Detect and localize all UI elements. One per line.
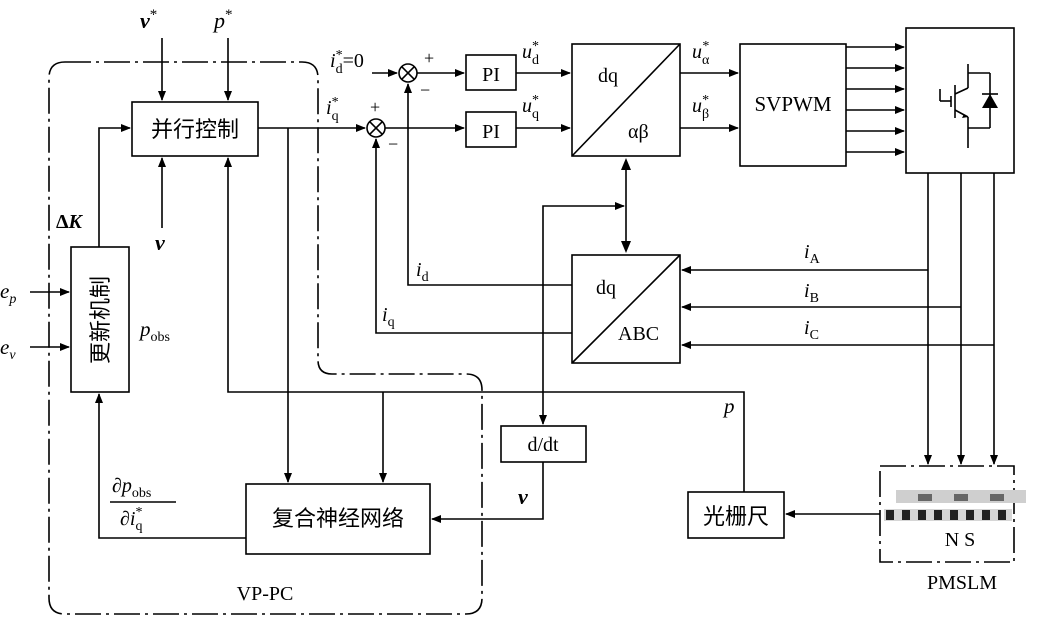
ubeta-ref-label: uβ* (692, 93, 709, 122)
p-feedback-label: p (722, 394, 735, 418)
clarke-park-abc-label: ABC (618, 323, 659, 345)
ep-label: ep (0, 279, 16, 307)
iq-feedback-label: iq (382, 304, 395, 330)
uq-ref-label: uq* (522, 93, 539, 122)
pi-block-q: PI (465, 111, 517, 148)
park-inverse-dq-label: dq (598, 65, 618, 87)
grating-ruler-label: 光栅尺 (703, 505, 769, 530)
pobs-label: pobs (138, 317, 170, 345)
plus-q: + (370, 97, 380, 117)
ev-label: ev (0, 335, 16, 363)
signal-lines (30, 38, 998, 539)
ia-label: iA (804, 241, 821, 267)
diode-icon (982, 94, 998, 108)
pmslm-motor: N S (879, 465, 1026, 563)
neural-network-label: 复合神经网络 (272, 507, 404, 532)
svpwm-label: SVPWM (754, 92, 831, 116)
p-ref-label: p* (212, 7, 233, 33)
v-feedback-label: v (155, 230, 165, 255)
motor-stator-icon (884, 509, 1012, 521)
id-feedback-label: id (416, 259, 429, 285)
iq-ref-label: iq* (326, 95, 339, 124)
svg-text:∂iq*: ∂iq* (120, 505, 142, 534)
summing-junction-d (398, 63, 418, 83)
gradient-label: ∂pobs ∂iq* (110, 475, 176, 534)
minus-q: − (388, 134, 398, 154)
update-mechanism-block: 更新机制 (70, 246, 130, 393)
ualpha-ref-label: uα* (692, 39, 710, 68)
parallel-control-block: 并行控制 (131, 101, 259, 157)
ud-ref-label: ud* (522, 39, 539, 68)
svpwm-block: SVPWM (739, 43, 847, 167)
svg-text:∂pobs: ∂pobs (112, 475, 151, 501)
ib-label: iB (804, 280, 819, 306)
motor-poles-label: N S (945, 529, 976, 551)
park-inverse-block: dq αβ (571, 43, 681, 157)
grating-ruler-block: 光栅尺 (687, 491, 785, 539)
derivative-block: d/dt (500, 425, 587, 463)
pi-d-label: PI (482, 64, 500, 86)
clarke-park-block: dq ABC (571, 254, 681, 364)
delta-k-label: ΔK (56, 211, 84, 233)
pi-q-label: PI (482, 121, 500, 143)
clarke-park-dq-label: dq (596, 277, 616, 299)
minus-d: − (420, 80, 430, 100)
inverter-block (905, 27, 1015, 174)
pi-block-d: PI (465, 54, 517, 91)
derivative-label: d/dt (527, 434, 559, 456)
pmslm-label: PMSLM (927, 572, 997, 594)
id-ref-label: id*=0 (330, 48, 364, 77)
park-inverse-ab-label: αβ (628, 121, 649, 143)
update-mechanism-label: 更新机制 (89, 276, 114, 364)
vppc-boundary (48, 61, 483, 615)
v-to-nn-label: v (518, 484, 528, 509)
vppc-label: VP-PC (237, 583, 294, 605)
summing-junction-q (366, 118, 386, 138)
plus-d: + (424, 48, 434, 68)
neural-network-block: 复合神经网络 (245, 483, 431, 555)
signal-labels: v* p* v ΔK ep ev pobs id*=0 iq* + − + − … (0, 7, 821, 605)
v-ref-label: v* (140, 7, 157, 33)
parallel-control-label: 并行控制 (151, 118, 239, 143)
ic-label: iC (804, 317, 819, 343)
